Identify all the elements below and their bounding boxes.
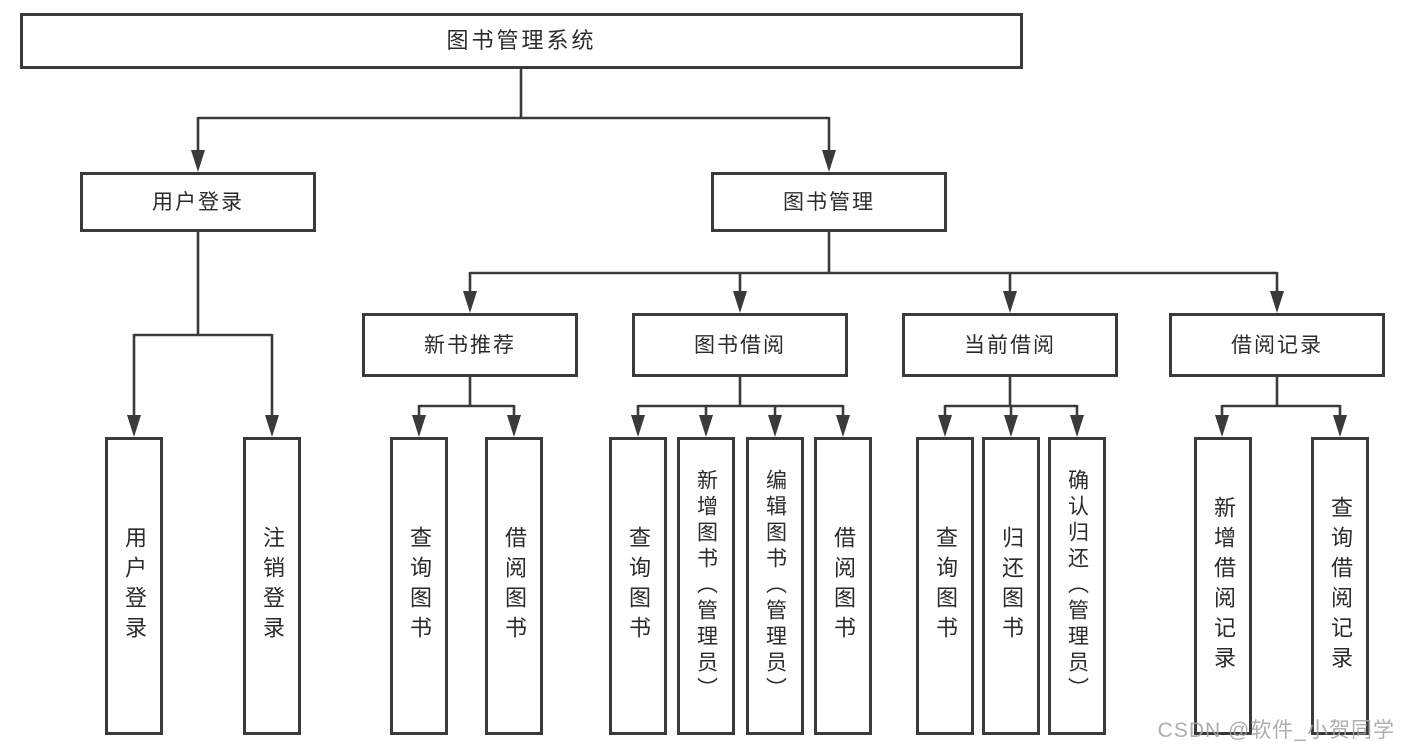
- node-leaf-user-login-label: 用户登录: [122, 526, 147, 646]
- node-leaf-borrow-books-recommend: 借阅图书: [485, 437, 543, 735]
- node-leaf-borrow-books-label: 借阅图书: [831, 526, 856, 646]
- node-root-label: 图书管理系统: [446, 28, 597, 53]
- node-leaf-add-borrow-record-label: 新增借阅记录: [1211, 496, 1236, 676]
- connector-root-to-level2: [196, 69, 831, 152]
- node-book-management: 图书管理: [711, 172, 947, 232]
- node-borrow-records: 借阅记录: [1169, 313, 1385, 377]
- node-current-borrow-label: 当前借阅: [964, 333, 1056, 357]
- node-leaf-confirm-return-admin: 确认归还（管理员）: [1048, 437, 1106, 735]
- node-book-management-label: 图书管理: [783, 190, 875, 214]
- node-leaf-logout: 注销登录: [243, 437, 301, 735]
- node-leaf-add-book-admin-label: 新增图书（管理员）: [694, 469, 718, 703]
- node-book-borrow: 图书借阅: [632, 313, 848, 377]
- connector-current-borrow-branch: [943, 377, 1079, 418]
- node-leaf-add-borrow-record: 新增借阅记录: [1194, 437, 1252, 735]
- node-user-login: 用户登录: [80, 172, 316, 232]
- node-root: 图书管理系统: [20, 13, 1023, 69]
- node-leaf-query-borrow-record: 查询借阅记录: [1311, 437, 1369, 735]
- node-leaf-query-books-current-label: 查询图书: [933, 526, 958, 646]
- node-leaf-logout-label: 注销登录: [260, 526, 285, 646]
- connector-book-management-branch: [468, 232, 1279, 294]
- watermark: CSDN @软件_小贺同学: [1157, 719, 1395, 742]
- node-leaf-query-books-borrow: 查询图书: [609, 437, 667, 735]
- node-leaf-user-login: 用户登录: [105, 437, 163, 735]
- node-leaf-borrow-books-recommend-label: 借阅图书: [502, 526, 527, 646]
- node-current-borrow: 当前借阅: [902, 313, 1118, 377]
- connector-user-login-branch: [132, 232, 274, 418]
- node-leaf-edit-book-admin: 编辑图书（管理员）: [746, 437, 804, 735]
- node-user-login-label: 用户登录: [152, 190, 244, 214]
- node-leaf-borrow-books: 借阅图书: [814, 437, 872, 735]
- node-leaf-return-book: 归还图书: [982, 437, 1040, 735]
- node-new-book-recommend-label: 新书推荐: [424, 333, 516, 357]
- node-leaf-query-books-recommend: 查询图书: [390, 437, 448, 735]
- node-book-borrow-label: 图书借阅: [694, 333, 786, 357]
- node-new-book-recommend: 新书推荐: [362, 313, 578, 377]
- node-leaf-query-books-current: 查询图书: [916, 437, 974, 735]
- node-leaf-query-books-recommend-label: 查询图书: [407, 526, 432, 646]
- node-leaf-return-book-label: 归还图书: [999, 526, 1024, 646]
- connector-new-book-branch: [417, 377, 516, 418]
- node-leaf-query-borrow-record-label: 查询借阅记录: [1328, 496, 1353, 676]
- arrowheads: [127, 150, 1347, 437]
- connector-book-borrow-branch: [636, 377, 845, 418]
- node-leaf-edit-book-admin-label: 编辑图书（管理员）: [763, 469, 787, 703]
- node-leaf-query-books-borrow-label: 查询图书: [626, 526, 651, 646]
- node-borrow-records-label: 借阅记录: [1231, 333, 1323, 357]
- connector-borrow-records-branch: [1220, 377, 1342, 418]
- node-leaf-confirm-return-admin-label: 确认归还（管理员）: [1065, 469, 1089, 703]
- node-leaf-add-book-admin: 新增图书（管理员）: [677, 437, 735, 735]
